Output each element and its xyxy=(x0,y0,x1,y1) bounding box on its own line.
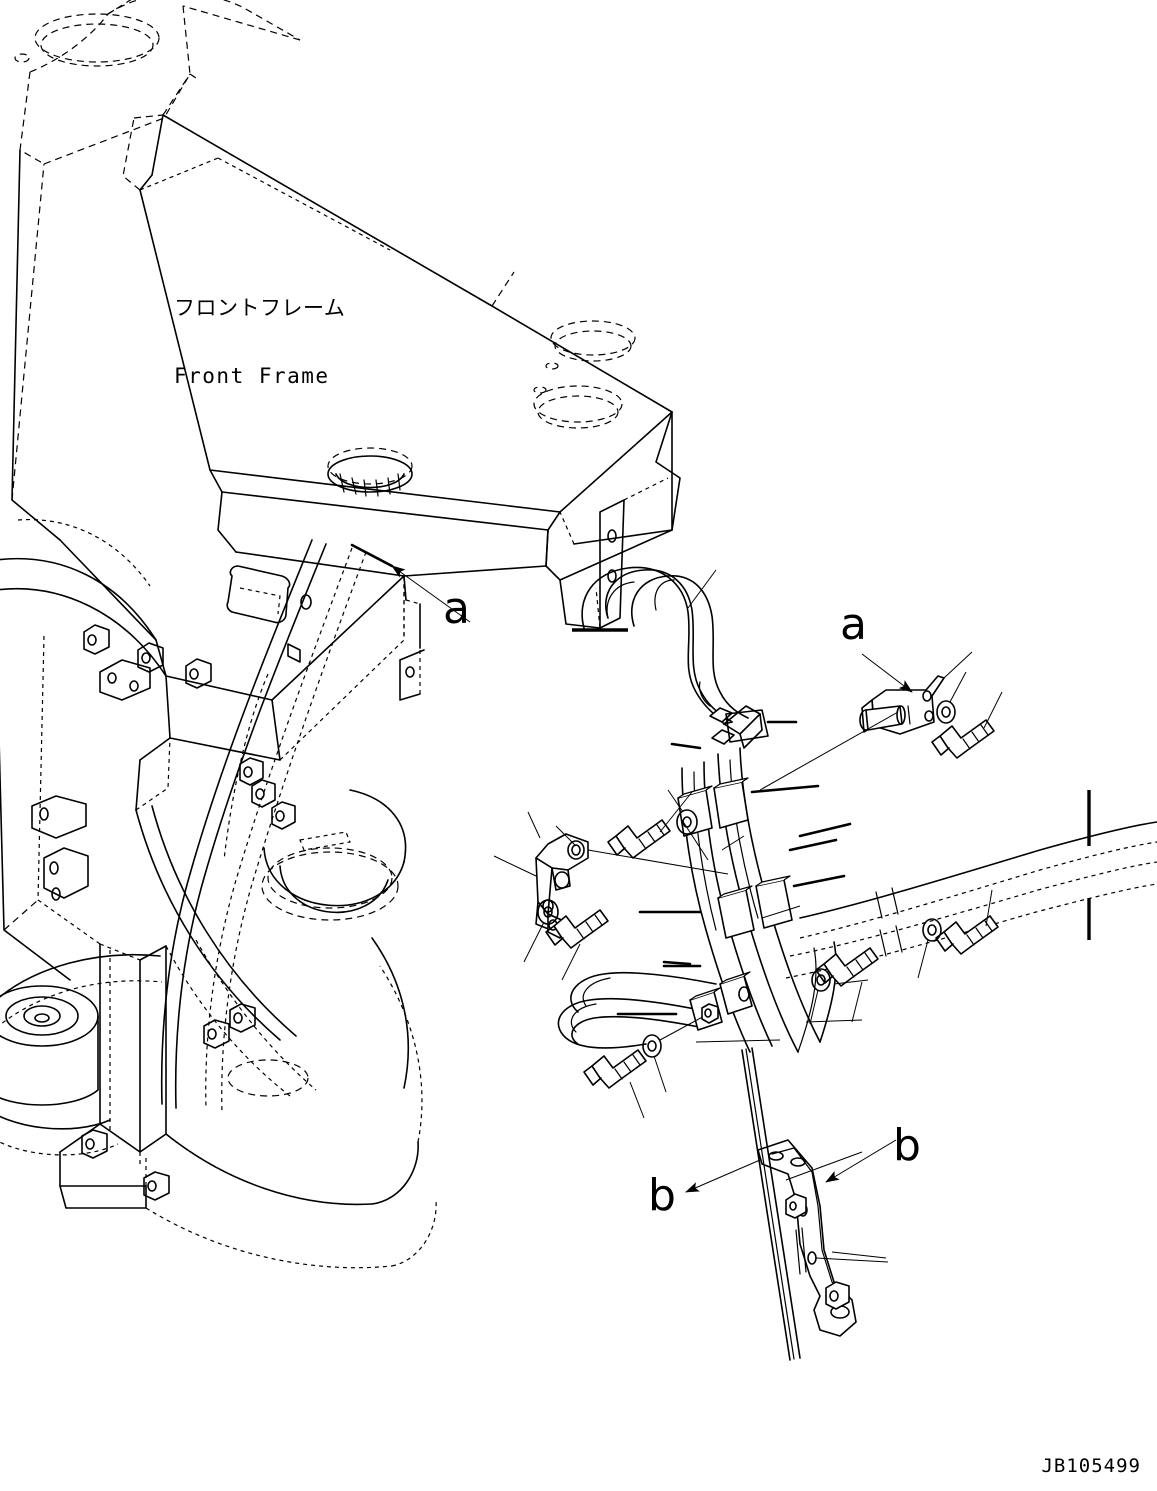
clamp-lower-pair xyxy=(638,874,846,939)
frame-left-rail xyxy=(0,149,167,981)
callout-arrow-group xyxy=(350,543,913,1193)
frame-right-wall xyxy=(399,529,549,701)
callout-a-left: a xyxy=(443,583,470,634)
leader-upper-hose-2 xyxy=(687,569,717,609)
callout-b1-arrow xyxy=(685,1159,761,1193)
front-frame-label: フロントフレーム Front Frame xyxy=(174,252,345,433)
frame-boss-plate xyxy=(327,320,673,629)
bolt-and-washer-5 xyxy=(809,947,879,1025)
bolt-and-washer-6 xyxy=(583,1013,709,1119)
clamp-upper-pair xyxy=(677,777,820,837)
leader-strap-mid xyxy=(785,1151,863,1181)
clamp-small-detail xyxy=(709,707,798,745)
frame-top-left-plate xyxy=(14,0,301,165)
leader-diagonal-hose-2 xyxy=(788,838,838,852)
frame-window-cutout xyxy=(226,565,312,624)
leader-strap-top xyxy=(805,1019,863,1023)
callout-b2-arrow xyxy=(825,1139,897,1183)
leader-hose-fitting xyxy=(670,742,702,750)
leader-hose-inner-2 xyxy=(721,835,745,851)
frame-center-post xyxy=(59,805,317,1209)
fastener-group xyxy=(523,671,1003,1119)
frame-base-plate xyxy=(0,789,437,1269)
bolt-and-washer-3 xyxy=(931,671,1003,759)
leader-hose-inner xyxy=(681,819,709,861)
callout-a2-arrow xyxy=(861,653,913,693)
callout-a1-arrow xyxy=(391,565,471,623)
front-frame-label-en: Front Frame xyxy=(174,364,330,389)
frame-bosses xyxy=(31,624,296,1201)
leader-misc-1 xyxy=(833,979,869,985)
bracket-strap-lower xyxy=(741,1047,889,1361)
washer-lower-clamp xyxy=(701,1003,719,1024)
washer-upper-hose-joint xyxy=(738,986,750,1002)
bracket-right xyxy=(759,651,973,791)
front-frame-assembly xyxy=(0,0,681,1269)
frame-mid-structure xyxy=(31,575,405,1201)
frame-routed-tube xyxy=(160,539,367,1113)
leader-bracket-left-upper xyxy=(555,825,577,847)
drawing-number: JB105499 xyxy=(1041,1455,1141,1477)
leader-line-group xyxy=(555,569,887,1259)
leader-diagonal-hose-1 xyxy=(798,822,852,838)
bracket-group xyxy=(493,651,973,1361)
callout-a-right: a xyxy=(840,599,867,650)
bolt-and-washer-4 xyxy=(917,889,999,979)
bolt-and-washer-1 xyxy=(607,789,698,859)
leader-strap-low xyxy=(831,1251,887,1259)
callout-b-left: b xyxy=(648,1170,676,1221)
leader-misc-2 xyxy=(761,905,801,919)
front-frame-label-jp: フロントフレーム xyxy=(174,296,346,321)
leader-rod xyxy=(695,1039,781,1043)
callout-b-right: b xyxy=(893,1120,921,1171)
bolt-and-washer-2 xyxy=(523,899,609,981)
